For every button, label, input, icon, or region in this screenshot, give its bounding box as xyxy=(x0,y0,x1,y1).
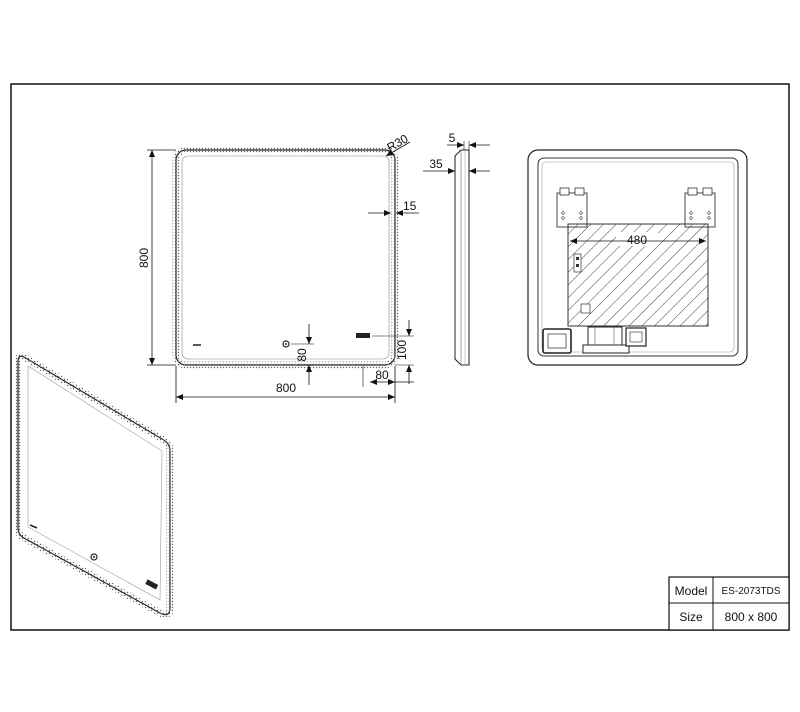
size-value: 800 x 800 xyxy=(725,610,778,624)
title-block: Model ES-2073TDS Size 800 x 800 xyxy=(668,576,790,631)
control-side-offset-label: 80 xyxy=(375,368,389,382)
perspective-clock-display xyxy=(145,579,159,590)
perspective-light-indicator xyxy=(29,524,38,529)
perspective-switch-icon xyxy=(90,553,98,561)
led-strip-border xyxy=(172,146,399,369)
front-view: 800 800 R30 15 80 100 80 xyxy=(137,131,419,403)
pad-sensor xyxy=(580,303,591,314)
radius-leader xyxy=(385,141,411,157)
mirror-depth-label: 35 xyxy=(429,157,443,171)
rear-outer-frame xyxy=(527,149,748,366)
led-strip-width-label: 15 xyxy=(403,199,417,213)
switch-offset-label: 80 xyxy=(295,348,309,362)
rear-view: 480 xyxy=(527,149,748,366)
size-label: Size xyxy=(679,610,703,624)
power-driver-box xyxy=(542,328,572,354)
drawing-frame xyxy=(10,83,790,631)
clock-display xyxy=(356,333,370,338)
rear-inner-frame xyxy=(537,157,739,357)
hanging-bracket-left xyxy=(556,187,588,228)
touch-switch-icon xyxy=(282,340,290,348)
model-value: ES-2073TDS xyxy=(722,586,781,597)
perspective-led-strip xyxy=(14,352,174,619)
control-height-label: 100 xyxy=(395,340,409,360)
model-label: Model xyxy=(675,584,708,598)
radius-label: R30 xyxy=(385,131,411,154)
mirror-profile xyxy=(454,149,470,366)
perspective-view xyxy=(14,352,174,619)
width-dimension-label: 800 xyxy=(276,381,296,395)
glass-thickness-label: 5 xyxy=(449,131,456,145)
mirror-outline xyxy=(175,149,396,366)
mirror-inner-edge xyxy=(181,155,390,360)
height-dimension-label: 800 xyxy=(137,248,151,268)
control-module xyxy=(582,326,630,354)
side-view: 5 35 xyxy=(423,131,490,366)
pad-width-label: 480 xyxy=(627,233,647,247)
hanging-bracket-right xyxy=(684,187,716,228)
pad-connector xyxy=(573,253,582,273)
terminal-box xyxy=(625,327,647,347)
